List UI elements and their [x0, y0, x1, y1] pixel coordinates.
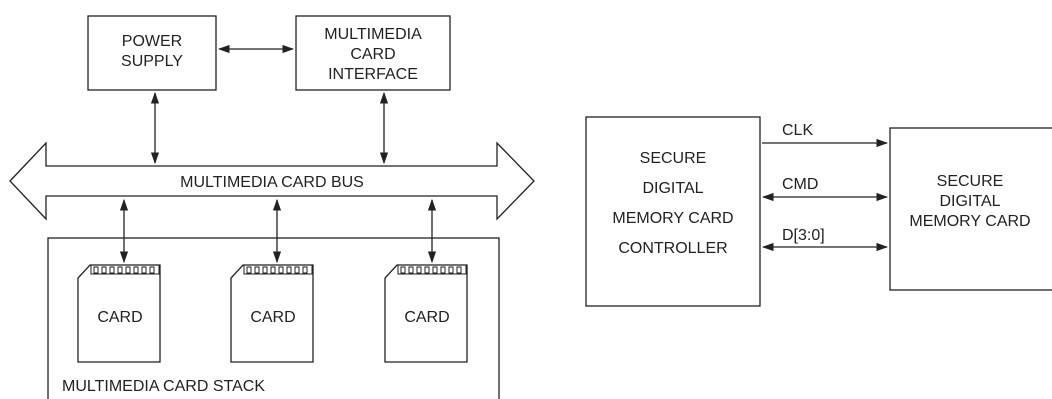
memory-card-label-line2: DIGITAL	[939, 193, 1000, 210]
card-interface-box	[295, 15, 451, 91]
card-pins	[90, 264, 160, 275]
card-stack-label: MULTIMEDIA CARD STACK	[62, 378, 265, 395]
controller-label-line4: CONTROLLER	[618, 240, 727, 257]
card-interface-label-line1: MULTIMEDIA	[324, 26, 422, 43]
power-supply-box	[87, 15, 217, 91]
multimedia-card-bus	[9, 141, 535, 221]
card-pins	[397, 264, 467, 275]
card-pins	[243, 264, 313, 275]
card-interface-label-line2: CARD	[350, 46, 395, 63]
memory-card-label-line1: SECURE	[937, 173, 1004, 190]
card-1: CARD	[77, 264, 161, 363]
sd-controller-box	[585, 116, 761, 307]
data-label: D[3:0]	[782, 227, 825, 244]
bus-label: MULTIMEDIA CARD BUS	[180, 174, 364, 191]
card-label: CARD	[97, 309, 142, 326]
controller-label-line1: SECURE	[640, 150, 707, 167]
power-supply-label-line2: SUPPLY	[121, 53, 183, 70]
controller-label-line2: DIGITAL	[642, 180, 703, 197]
clk-label: CLK	[782, 122, 813, 139]
card-interface-label-line3: INTERFACE	[328, 66, 418, 83]
sd-memory-card-box	[889, 127, 1052, 291]
card-2: CARD	[230, 264, 314, 363]
controller-label-line3: MEMORY CARD	[612, 210, 733, 227]
cmd-label: CMD	[782, 176, 818, 193]
card-label: CARD	[250, 309, 295, 326]
power-supply-label-line1: POWER	[122, 33, 182, 50]
card-3: CARD	[384, 264, 468, 363]
card-label: CARD	[404, 309, 449, 326]
memory-card-label-line3: MEMORY CARD	[909, 213, 1030, 230]
